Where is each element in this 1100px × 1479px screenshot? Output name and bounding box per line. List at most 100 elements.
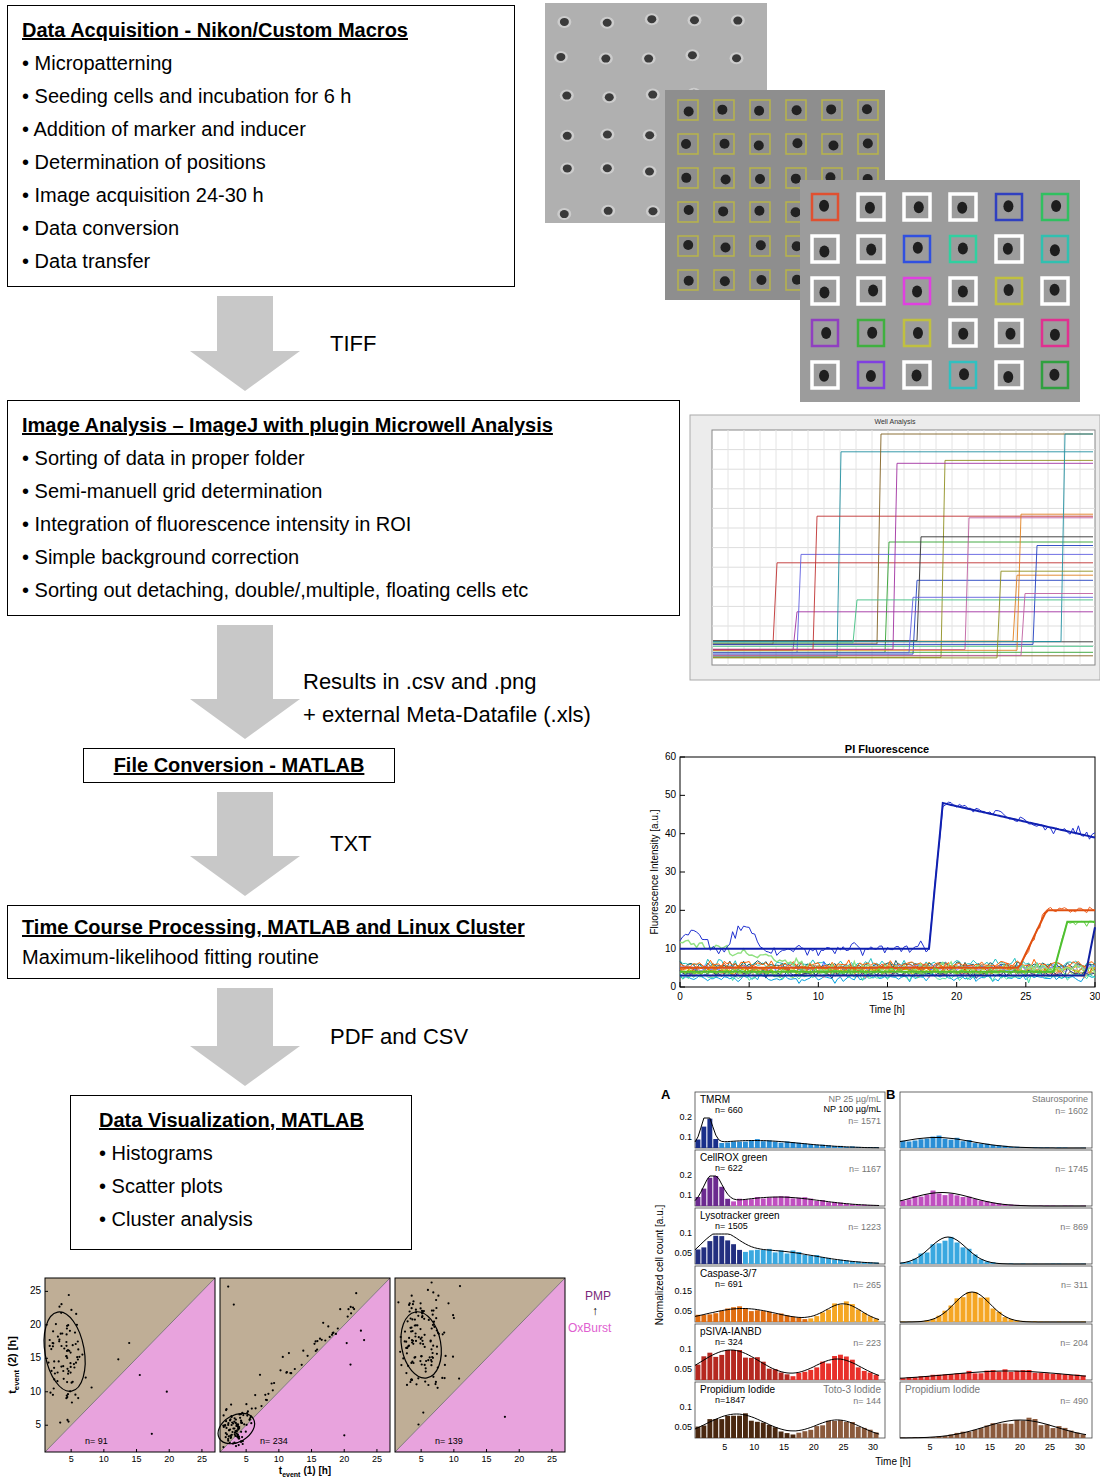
chart-label: event	[282, 1471, 300, 1478]
data-point	[239, 1417, 241, 1419]
chart-label: n= 691	[715, 1279, 743, 1289]
cluster-ellipse	[213, 1407, 260, 1450]
histogram-bar	[1057, 1374, 1062, 1380]
histogram-bar	[1003, 1424, 1008, 1439]
cell-halo	[600, 162, 614, 174]
data-point	[452, 1356, 454, 1358]
chart-label: n= 139	[435, 1436, 463, 1446]
cell	[684, 205, 694, 215]
chart-label: n= 1571	[848, 1116, 881, 1126]
histogram-bar	[874, 1375, 879, 1380]
chart-label: 15	[779, 1442, 789, 1452]
data-point	[302, 1350, 304, 1352]
trace-line	[713, 434, 1093, 644]
block-arrow	[190, 988, 300, 1086]
grid-square	[750, 168, 770, 188]
fit-curve	[695, 1304, 879, 1320]
histogram-bar	[737, 1250, 742, 1264]
histogram-bar	[979, 1298, 984, 1322]
process-box: File Conversion - MATLAB	[83, 748, 395, 783]
histogram-bar	[943, 1195, 948, 1206]
data-point	[267, 1393, 269, 1395]
histogram-bar	[731, 1244, 736, 1264]
histogram-frame	[900, 1150, 1092, 1206]
histogram-frame	[695, 1150, 885, 1206]
data-point	[234, 1430, 236, 1432]
data-point	[240, 1419, 242, 1421]
grid-square	[858, 362, 884, 388]
data-point	[49, 1339, 51, 1341]
histogram-bar	[719, 1143, 724, 1148]
data-point	[355, 1292, 357, 1294]
grid-square	[858, 236, 884, 262]
histogram-bar	[725, 1240, 730, 1264]
data-point	[266, 1399, 268, 1401]
grid-square	[950, 320, 976, 346]
data-point	[408, 1304, 410, 1306]
cell	[1005, 328, 1015, 340]
cell	[1051, 200, 1061, 212]
histogram-frame	[900, 1324, 1092, 1380]
chart-label: 15	[30, 1352, 41, 1364]
cell-halo	[554, 51, 568, 63]
tick-mark	[45, 1291, 48, 1292]
plot-area	[712, 430, 1095, 665]
grid-square	[822, 134, 842, 154]
cell	[1003, 200, 1013, 212]
grid-square	[812, 362, 838, 388]
data-point	[273, 1382, 275, 1384]
cell	[645, 167, 654, 175]
data-point	[237, 1434, 239, 1436]
data-point	[240, 1431, 242, 1433]
data-point	[60, 1303, 62, 1305]
data-point	[322, 1322, 324, 1324]
fit-curve	[695, 1414, 879, 1434]
data-point	[242, 1414, 244, 1416]
tick-mark	[344, 1449, 345, 1452]
box-text: • Integration of fluorescence intensity …	[22, 508, 665, 541]
data-point	[62, 1365, 64, 1367]
fluorescence-trace	[680, 927, 1095, 975]
grid-square	[750, 270, 770, 290]
data-point	[321, 1339, 323, 1341]
histogram-bar	[979, 1201, 984, 1207]
data-point	[231, 1421, 233, 1423]
grid-square	[950, 278, 976, 304]
grid-square	[678, 236, 698, 256]
grid-square	[812, 320, 838, 346]
data-point	[225, 1427, 227, 1429]
data-point	[399, 1351, 401, 1353]
tick-mark	[136, 1449, 137, 1452]
data-point	[282, 1356, 284, 1358]
axis-label-group: tevent(2) [h]	[6, 1336, 21, 1394]
grid-line	[728, 430, 729, 665]
grid-square	[714, 202, 734, 222]
process-box: Data Acquisition - Nikon/Custom Macros• …	[7, 5, 515, 287]
data-point	[346, 1342, 348, 1344]
chart-label: Fluorescence Intensity [a.u.]	[649, 809, 661, 934]
data-point	[443, 1332, 445, 1334]
tick-mark	[680, 833, 685, 834]
grid-square	[904, 194, 930, 220]
data-point	[58, 1340, 60, 1342]
grid-line	[824, 430, 825, 665]
histogram-bar	[1015, 1371, 1020, 1380]
histogram-bar	[1045, 1425, 1050, 1439]
cell	[958, 243, 968, 255]
data-point	[285, 1372, 287, 1374]
cell-halo	[642, 53, 656, 65]
data-point	[427, 1289, 429, 1291]
chart-label: Well Analysis	[874, 418, 915, 426]
grid-square	[950, 236, 976, 262]
data-point	[436, 1346, 438, 1348]
histogram-bar	[755, 1310, 760, 1322]
chart-label: B	[886, 1088, 895, 1103]
region-upper	[45, 1278, 215, 1452]
data-point	[250, 1422, 252, 1424]
histogram-bar	[931, 1137, 936, 1148]
cell	[791, 207, 801, 217]
data-point	[421, 1315, 423, 1317]
data-point	[235, 1425, 237, 1427]
chart-label: 5	[69, 1454, 74, 1464]
data-point	[225, 1436, 227, 1438]
